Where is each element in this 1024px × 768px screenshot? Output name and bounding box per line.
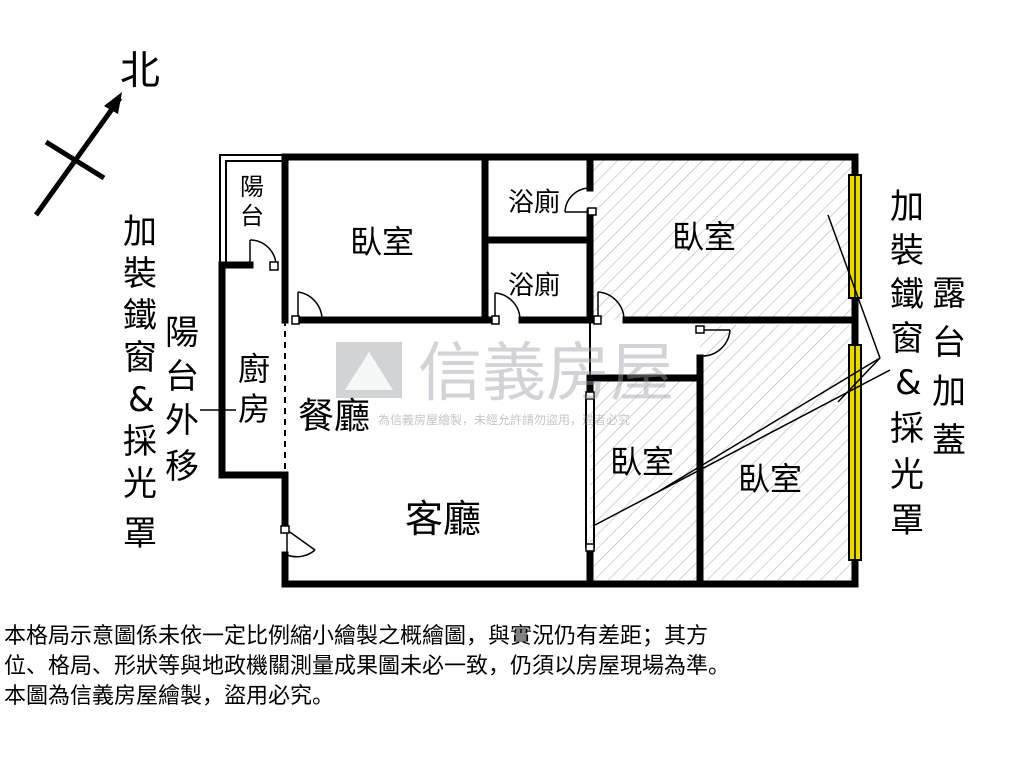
room-bath-lower: 浴廁 — [508, 271, 560, 301]
room-living: 客廳 — [405, 497, 481, 541]
disclaimer-line-2: 位、格局、形狀等與地政機關測量成果圖未必一致，仍須以房屋現場為準。 — [4, 654, 731, 679]
walls — [218, 153, 859, 588]
balcony-outline — [219, 154, 285, 265]
room-kitchen-char2: 房 — [238, 390, 270, 428]
svg-text:露: 露 — [932, 274, 966, 314]
compass-crossbar — [44, 139, 106, 181]
compass: 北 — [33, 48, 160, 217]
svg-text:裝: 裝 — [890, 231, 924, 271]
hatch-bedroom-b — [590, 160, 852, 320]
room-dining: 餐廳 — [298, 396, 370, 437]
svg-text:光: 光 — [123, 464, 157, 504]
north-arrow-head — [104, 92, 122, 114]
room-kitchen-char1: 廚 — [238, 350, 270, 388]
svg-text:台: 台 — [932, 323, 966, 363]
svg-text:窗: 窗 — [123, 338, 157, 378]
svg-text:加: 加 — [123, 212, 157, 252]
room-bedroom-c: 臥室 — [610, 443, 674, 481]
svg-text:蓋: 蓋 — [932, 421, 966, 461]
svg-text:光: 光 — [890, 455, 924, 495]
annotation-left-inner: 陽 台 外 移 — [165, 313, 199, 487]
svg-text:加: 加 — [890, 187, 924, 227]
watermark-logo-roof — [345, 352, 393, 390]
annotation-right-outer: 加 裝 鐵 窗 & 採 光 罩 — [890, 187, 924, 541]
svg-text:罩: 罩 — [890, 501, 924, 541]
svg-text:&: & — [895, 363, 922, 403]
room-bedroom-a: 臥室 — [350, 223, 414, 261]
window-right-lower — [848, 344, 862, 561]
room-bath-upper: 浴廁 — [508, 188, 560, 218]
room-bedroom-d: 臥室 — [738, 460, 802, 498]
svg-text:外: 外 — [165, 401, 199, 441]
watermark-notice: 為信義房屋繪製，未經允許請勿盜用，違者必究 — [378, 412, 630, 427]
svg-text:採: 採 — [890, 409, 924, 449]
hatch-bedroom-d — [700, 325, 852, 580]
leader-lines — [200, 214, 891, 526]
thin-walls — [585, 320, 595, 548]
disclaimer-line-3: 本圖為信義房屋繪製，盜用必究。 — [4, 684, 335, 709]
svg-text:鐵: 鐵 — [890, 275, 924, 315]
svg-text:窗: 窗 — [890, 319, 924, 359]
annotation-right-inner: 露 台 加 蓋 — [932, 274, 966, 461]
floor-plan: 北 — [33, 48, 966, 588]
door-jambs — [269, 207, 705, 552]
disclaimer: 本格局示意圖係未依一定比例縮小繪製之概繪圖，與實況仍有差距；其方 位、格局、形狀… — [4, 622, 1020, 712]
north-label: 北 — [120, 48, 160, 94]
svg-text:加: 加 — [932, 372, 966, 412]
svg-text:採: 採 — [123, 422, 157, 462]
svg-text:陽: 陽 — [165, 313, 199, 353]
north-arrow — [33, 96, 123, 217]
svg-text:鐵: 鐵 — [123, 296, 157, 336]
svg-text:台: 台 — [165, 357, 199, 397]
disclaimer-line-1: 本格局示意圖係未依一定比例縮小繪製之概繪圖，與實況仍有差距；其方 — [4, 624, 709, 649]
svg-text:移: 移 — [165, 447, 199, 487]
room-balcony-char2: 台 — [240, 202, 264, 230]
watermark: 信義房屋 為信義房屋繪製，未經允許請勿盜用，違者必究 — [336, 337, 674, 427]
svg-text:罩: 罩 — [123, 514, 157, 554]
window-right-upper — [848, 174, 862, 299]
svg-text:裝: 裝 — [123, 254, 157, 294]
svg-text:&: & — [128, 380, 155, 420]
watermark-brand: 信義房屋 — [418, 337, 674, 411]
room-balcony-char1: 陽 — [240, 173, 264, 201]
annotation-left-outer: 加 裝 鐵 窗 & 採 光 罩 — [123, 212, 157, 554]
room-bedroom-b: 臥室 — [672, 218, 736, 256]
